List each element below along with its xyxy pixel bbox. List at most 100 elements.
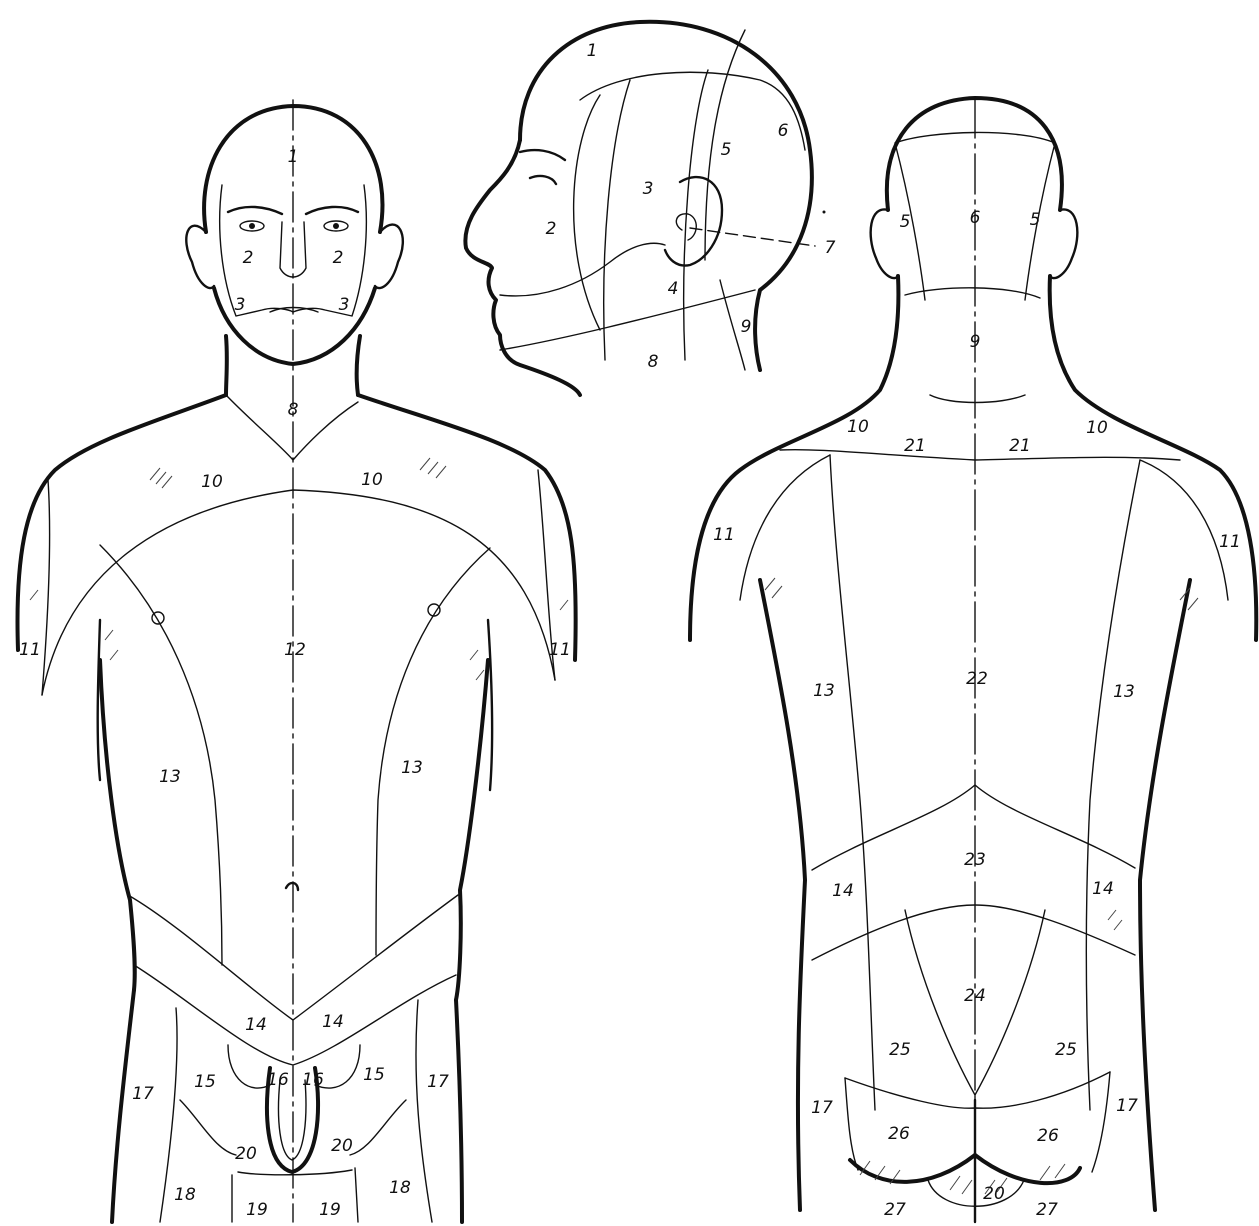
back-region-label-10b: 10 xyxy=(1086,418,1108,438)
side-face-profile xyxy=(465,140,580,395)
front-right-groin-fold xyxy=(350,1100,406,1155)
back-region-label-26b: 26 xyxy=(1037,1126,1059,1146)
side-region-label-2: 2 xyxy=(546,219,557,239)
side-mandible xyxy=(500,243,665,296)
front-region-label-16b: 16 xyxy=(302,1070,324,1090)
front-navel xyxy=(286,883,298,890)
front-region-label-1: 1 xyxy=(288,147,299,167)
back-region-label-14a: 14 xyxy=(832,881,854,901)
back-scapular-left xyxy=(830,455,875,1110)
front-region-label-14a: 14 xyxy=(245,1015,267,1035)
back-region-label-5a: 5 xyxy=(900,212,911,232)
front-left-thigh-outer xyxy=(112,990,134,1222)
front-region-label-15a: 15 xyxy=(194,1072,216,1092)
back-torso-left xyxy=(760,580,805,1210)
back-region-label-21a: 21 xyxy=(904,436,926,456)
side-region-label-3: 3 xyxy=(643,179,654,199)
back-region-label-11a: 11 xyxy=(713,525,735,545)
back-right-buttock-fold xyxy=(975,1155,1080,1183)
front-left-ear xyxy=(186,226,214,288)
side-eye xyxy=(530,176,556,184)
back-region-label-11b: 11 xyxy=(1219,532,1241,552)
front-right-pupil xyxy=(333,223,339,229)
side-leader-line-7 xyxy=(690,228,815,246)
side-region-label-5: 5 xyxy=(721,140,732,160)
back-neck-left xyxy=(690,276,898,640)
back-region-label-25a: 25 xyxy=(889,1040,911,1060)
front-region-label-19b: 19 xyxy=(319,1200,341,1220)
back-scapular-right xyxy=(1086,460,1140,1110)
front-right-ear xyxy=(375,225,403,288)
side-figure xyxy=(465,22,825,395)
back-gluteal-right-side xyxy=(1092,1072,1110,1172)
front-region-label-12: 12 xyxy=(284,640,306,660)
back-region-label-27b: 27 xyxy=(1036,1200,1058,1220)
side-region-label-9: 9 xyxy=(741,317,752,337)
front-shoulder-lateral-left xyxy=(42,480,50,695)
front-region-label-17a: 17 xyxy=(132,1084,154,1104)
back-region-label-22: 22 xyxy=(966,669,988,689)
front-region-label-15b: 15 xyxy=(363,1065,385,1085)
back-deltoid-right xyxy=(1140,460,1228,600)
side-region-label-7: 7 xyxy=(825,238,836,258)
front-scrotum-left xyxy=(228,1045,270,1088)
back-region-label-17a: 17 xyxy=(811,1098,833,1118)
back-region-label-27a: 27 xyxy=(884,1200,906,1220)
back-deltoid-left xyxy=(740,455,830,600)
front-torso-left-side xyxy=(100,660,135,990)
back-figure xyxy=(690,98,1256,1222)
front-left-nipple xyxy=(152,612,164,624)
back-region-label-10a: 10 xyxy=(847,417,869,437)
front-region-label-11a: 11 xyxy=(19,640,41,660)
front-region-label-18b: 18 xyxy=(389,1178,411,1198)
back-region-label-21b: 21 xyxy=(1009,436,1031,456)
side-mark-dot xyxy=(823,211,826,214)
front-neck-left xyxy=(226,336,227,395)
front-region-label-13b: 13 xyxy=(401,758,423,778)
front-torso-right-side xyxy=(456,660,488,1000)
side-region-label-6: 6 xyxy=(778,121,789,141)
front-region-label-3b: 3 xyxy=(339,295,350,315)
front-left-groin-fold xyxy=(180,1100,236,1155)
front-region-label-19a: 19 xyxy=(246,1200,268,1220)
front-neck-right xyxy=(357,336,360,395)
side-jaw-line xyxy=(500,290,755,350)
front-right-brow xyxy=(306,207,358,214)
side-face-boundary xyxy=(574,95,600,330)
front-region-label-10a: 10 xyxy=(201,472,223,492)
front-region-label-18a: 18 xyxy=(174,1185,196,1205)
front-left-shoulder xyxy=(17,395,226,650)
side-head-outline xyxy=(520,22,812,370)
front-region-label-17b: 17 xyxy=(427,1072,449,1092)
side-brow xyxy=(520,150,565,160)
front-chest-right-boundary xyxy=(376,548,490,955)
back-region-label-26a: 26 xyxy=(888,1124,910,1144)
back-right-ear xyxy=(1050,209,1077,278)
side-ear xyxy=(665,177,722,265)
back-region-label-9: 9 xyxy=(970,332,981,352)
back-region-label-13b: 13 xyxy=(1113,682,1135,702)
front-region-label-16a: 16 xyxy=(267,1070,289,1090)
back-shoulder-band-left xyxy=(780,450,1180,460)
front-genital-inner xyxy=(279,1080,306,1160)
side-region-label-8: 8 xyxy=(648,352,659,372)
front-region-label-2a: 2 xyxy=(243,248,254,268)
back-left-ear xyxy=(871,209,898,278)
front-region-label-3a: 3 xyxy=(235,295,246,315)
side-crown-boundary xyxy=(580,72,805,150)
front-left-arm-inner xyxy=(98,620,100,780)
front-left-brow xyxy=(228,207,282,214)
front-right-thigh-line xyxy=(416,1000,432,1222)
back-region-label-13a: 13 xyxy=(813,681,835,701)
back-region-label-5b: 5 xyxy=(1030,210,1041,230)
front-region-label-14b: 14 xyxy=(322,1012,344,1032)
front-left-pupil xyxy=(249,223,255,229)
back-gluteal-left-side xyxy=(845,1078,858,1170)
back-region-label-23: 23 xyxy=(964,850,986,870)
side-ear-front-line xyxy=(684,70,708,360)
back-left-buttock-fold xyxy=(850,1155,975,1182)
front-right-thigh-outer xyxy=(456,1000,462,1222)
front-inguinal-boundary xyxy=(134,965,456,1065)
back-region-label-14b: 14 xyxy=(1092,879,1114,899)
front-region-label-20b: 20 xyxy=(331,1136,353,1156)
